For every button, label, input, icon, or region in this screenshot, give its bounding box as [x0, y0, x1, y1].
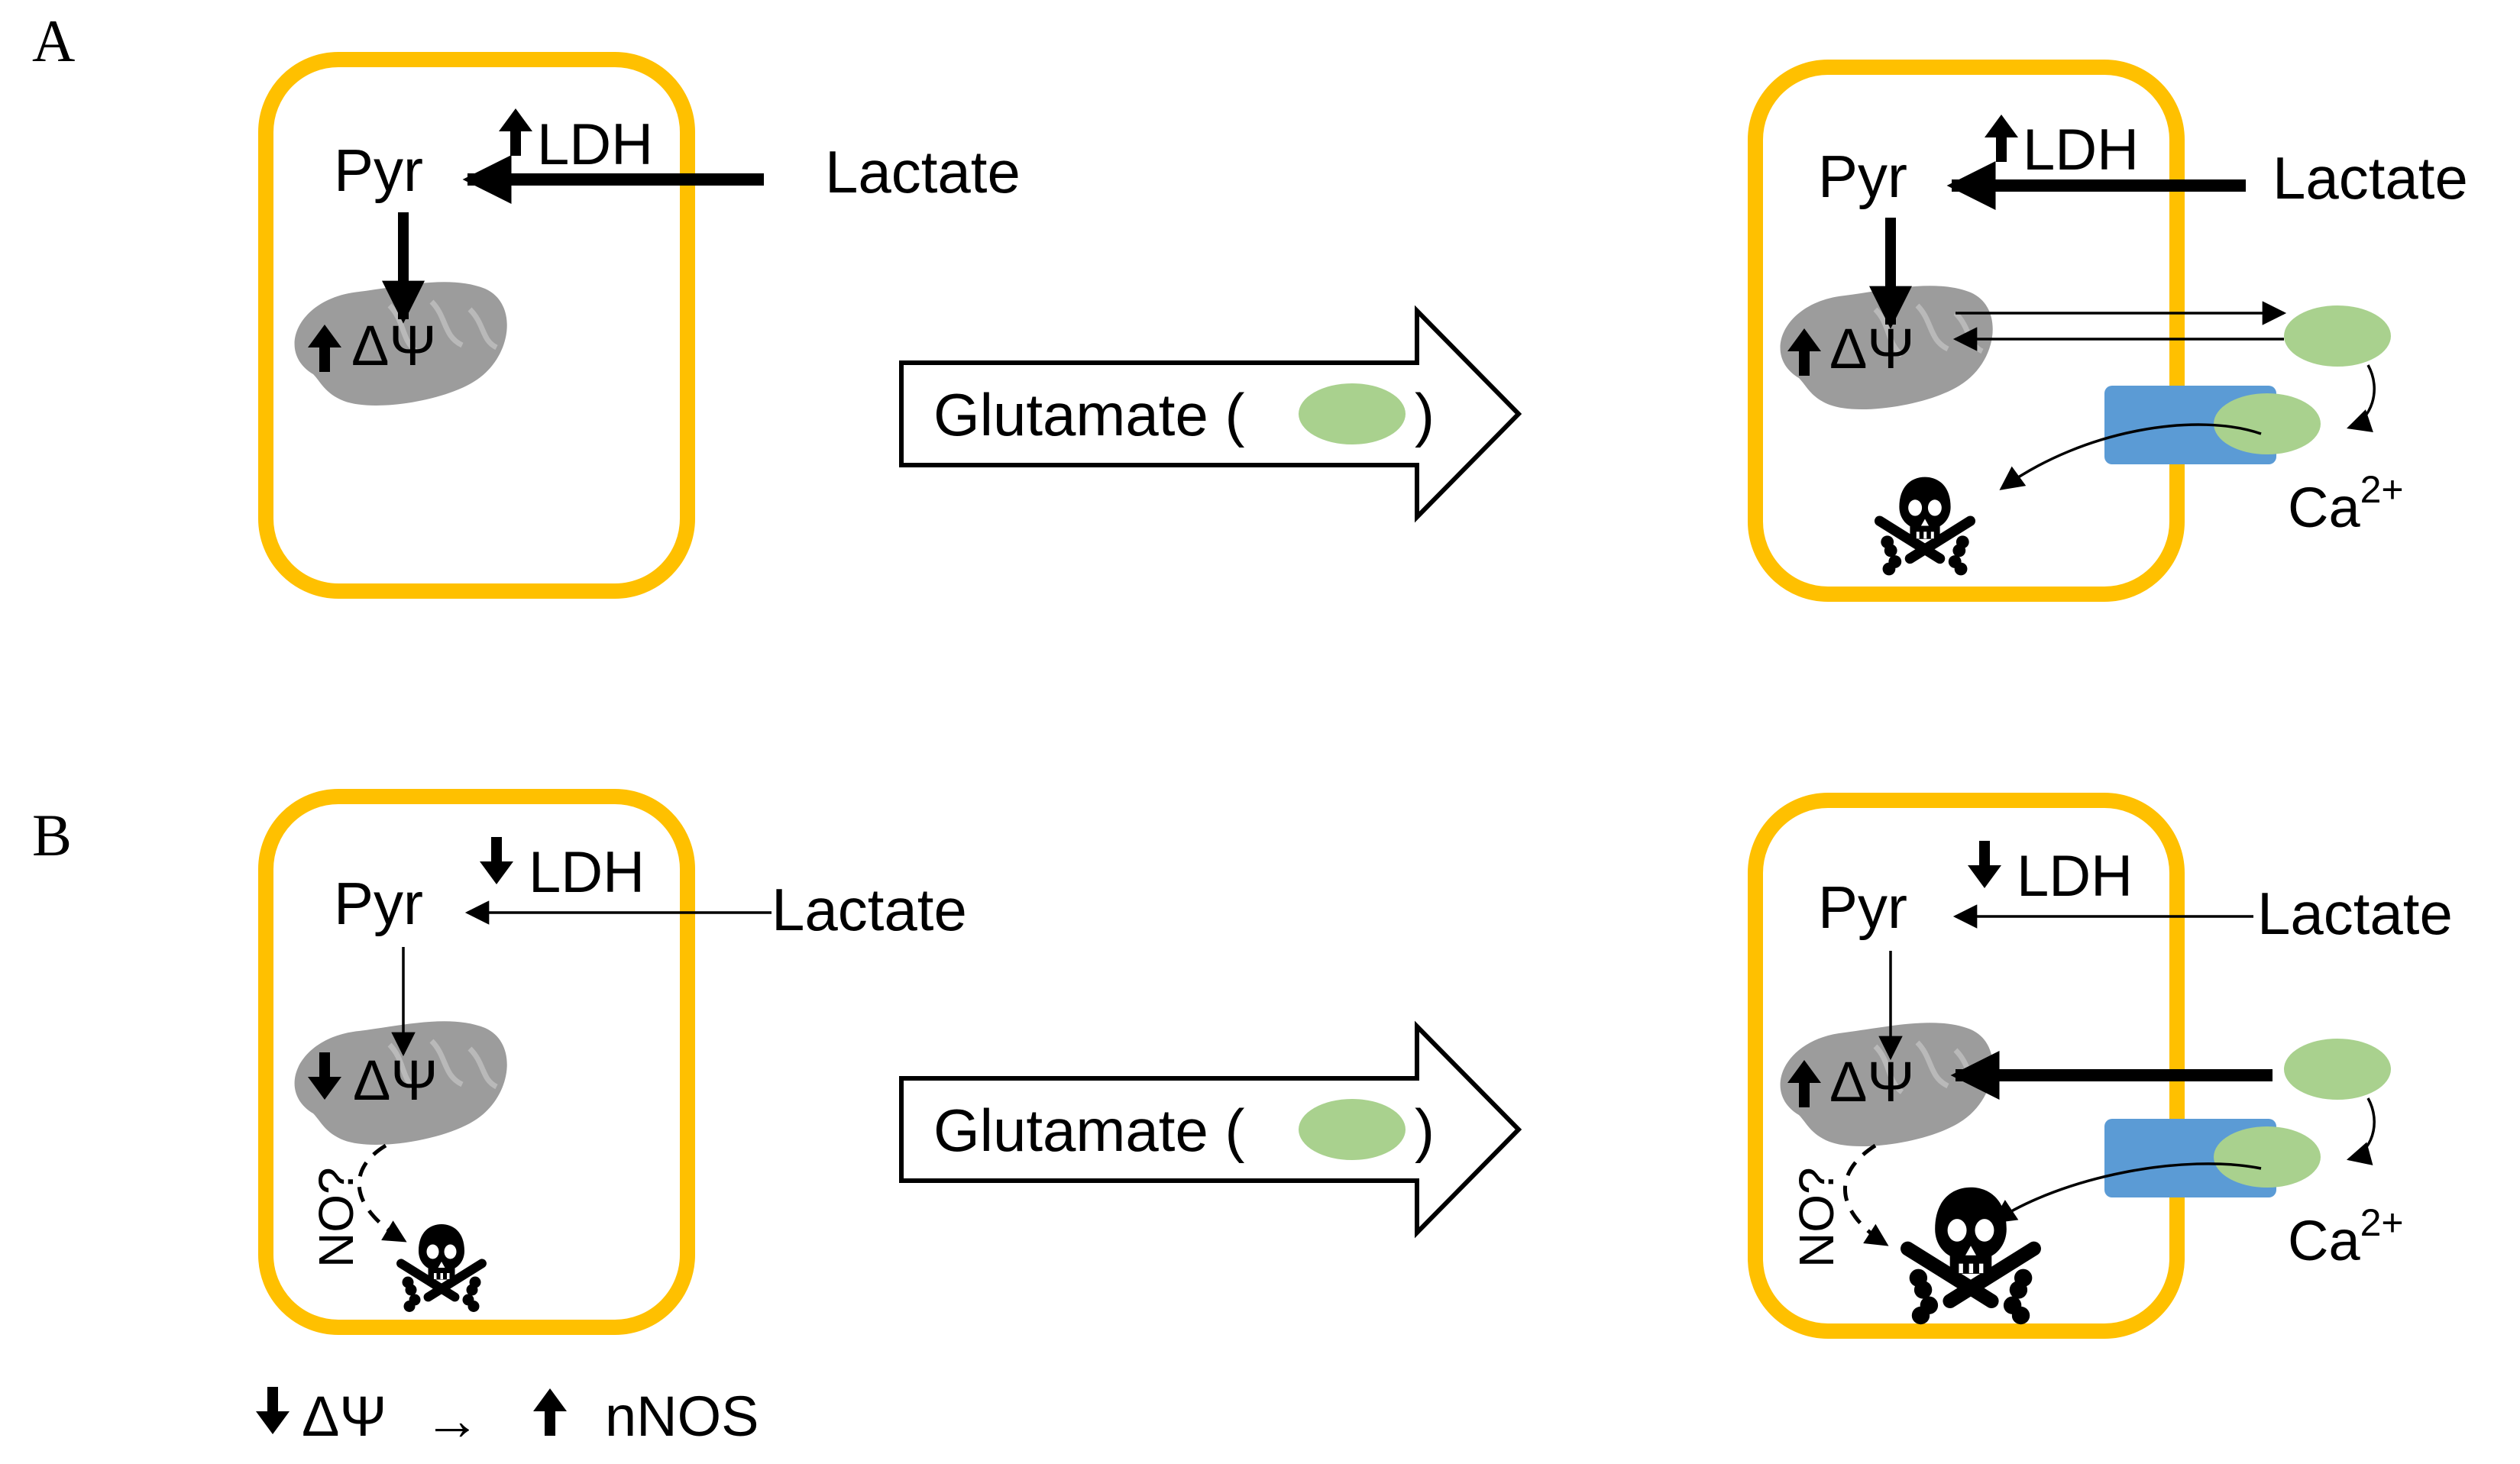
membrane-potential-label: ΔΨ [353, 1049, 438, 1112]
transition-arrow-icon [899, 1020, 1522, 1239]
cell-membrane [1748, 60, 2185, 602]
calcium-label: Ca2+ [2288, 1201, 2404, 1272]
panel-b-left-cell: Pyr LDH Lactate ΔΨ NO? [258, 789, 967, 1335]
panel-b-glutamate-transition: Glutamate ( ) [899, 1020, 1522, 1239]
membrane-potential-label: ΔΨ [1829, 317, 1914, 380]
panel-a-right-cell: Pyr LDH Lactate ΔΨ Ca2+ [1748, 60, 2468, 602]
transition-arrow-icon [899, 305, 1522, 523]
caption-membrane-potential: ΔΨ [302, 1385, 387, 1448]
cell-membrane [1748, 793, 2185, 1339]
down-arrow-icon [1968, 841, 2001, 888]
ldh-label: LDH [2023, 118, 2139, 183]
no-pathway-arrow [357, 1143, 407, 1243]
glutamate-icon [2284, 305, 2391, 367]
calcium-charge: 2+ [2360, 468, 2404, 511]
ldh-label: LDH [2017, 844, 2133, 909]
lactate-label: Lactate [825, 138, 1021, 205]
cell-membrane [258, 52, 695, 599]
pyruvate-label: Pyr [334, 870, 423, 937]
pyruvate-label: Pyr [1818, 874, 1907, 941]
down-arrow-icon [480, 837, 513, 884]
glutamate-icon [2284, 1039, 2391, 1100]
panel-a-label: A [32, 8, 75, 74]
glutamate-icon [1299, 1099, 1406, 1160]
panel-a-glutamate-transition: Glutamate ( ) [899, 305, 1522, 523]
nitric-oxide-label: NO? [309, 1167, 364, 1268]
lactate-label: Lactate [2257, 880, 2453, 947]
cell-membrane [258, 789, 695, 1335]
panel-b-caption: ΔΨ → nNOS [256, 1385, 759, 1452]
glutamate-label-close: ) [1415, 1097, 1435, 1164]
ldh-label: LDH [537, 112, 653, 177]
up-arrow-icon [499, 108, 532, 156]
glutamate-icon [1299, 383, 1406, 444]
nitric-oxide-label: NO? [1789, 1167, 1844, 1268]
glutamate-label-close: ) [1415, 381, 1435, 448]
ldh-label: LDH [529, 840, 645, 905]
skull-and-crossbones-icon [394, 1224, 489, 1312]
pyruvate-label: Pyr [1818, 143, 1907, 210]
down-arrow-icon [256, 1387, 290, 1434]
up-arrow-icon [1985, 115, 2018, 162]
membrane-potential-label: ΔΨ [351, 314, 436, 377]
panel-a-left-cell: Pyr LDH Lactate ΔΨ [258, 52, 1021, 599]
caption-nnos: nNOS [605, 1385, 759, 1448]
calcium-charge: 2+ [2360, 1201, 2404, 1244]
skull-and-crossbones-icon [1897, 1187, 2044, 1325]
skull-and-crossbones-icon [1872, 477, 1978, 576]
panel-b-label: B [32, 802, 72, 868]
calcium-label: Ca2+ [2288, 468, 2404, 539]
lactate-label: Lactate [772, 876, 967, 943]
pyruvate-label: Pyr [334, 137, 423, 204]
no-pathway-arrow [1842, 1143, 1889, 1247]
lactate-label: Lactate [2273, 144, 2468, 212]
glutamate-to-receptor-arrow [2346, 1097, 2376, 1165]
panel-b-right-cell: Pyr LDH Lactate ΔΨ Ca2+ NO? [1748, 793, 2453, 1339]
glutamate-label: Glutamate ( [933, 1097, 1245, 1164]
glutamate-bound-icon [2214, 1126, 2321, 1188]
glutamate-label: Glutamate ( [933, 381, 1245, 448]
membrane-potential-label: ΔΨ [1829, 1050, 1914, 1113]
calcium-influx-arrow [1991, 1162, 2262, 1223]
calcium-influx-arrow [1999, 423, 2262, 490]
caption-arrow: → [424, 1388, 480, 1452]
glutamate-to-receptor-arrow [2347, 364, 2376, 432]
up-arrow-icon [533, 1388, 567, 1436]
glutamate-bound-icon [2214, 393, 2321, 454]
